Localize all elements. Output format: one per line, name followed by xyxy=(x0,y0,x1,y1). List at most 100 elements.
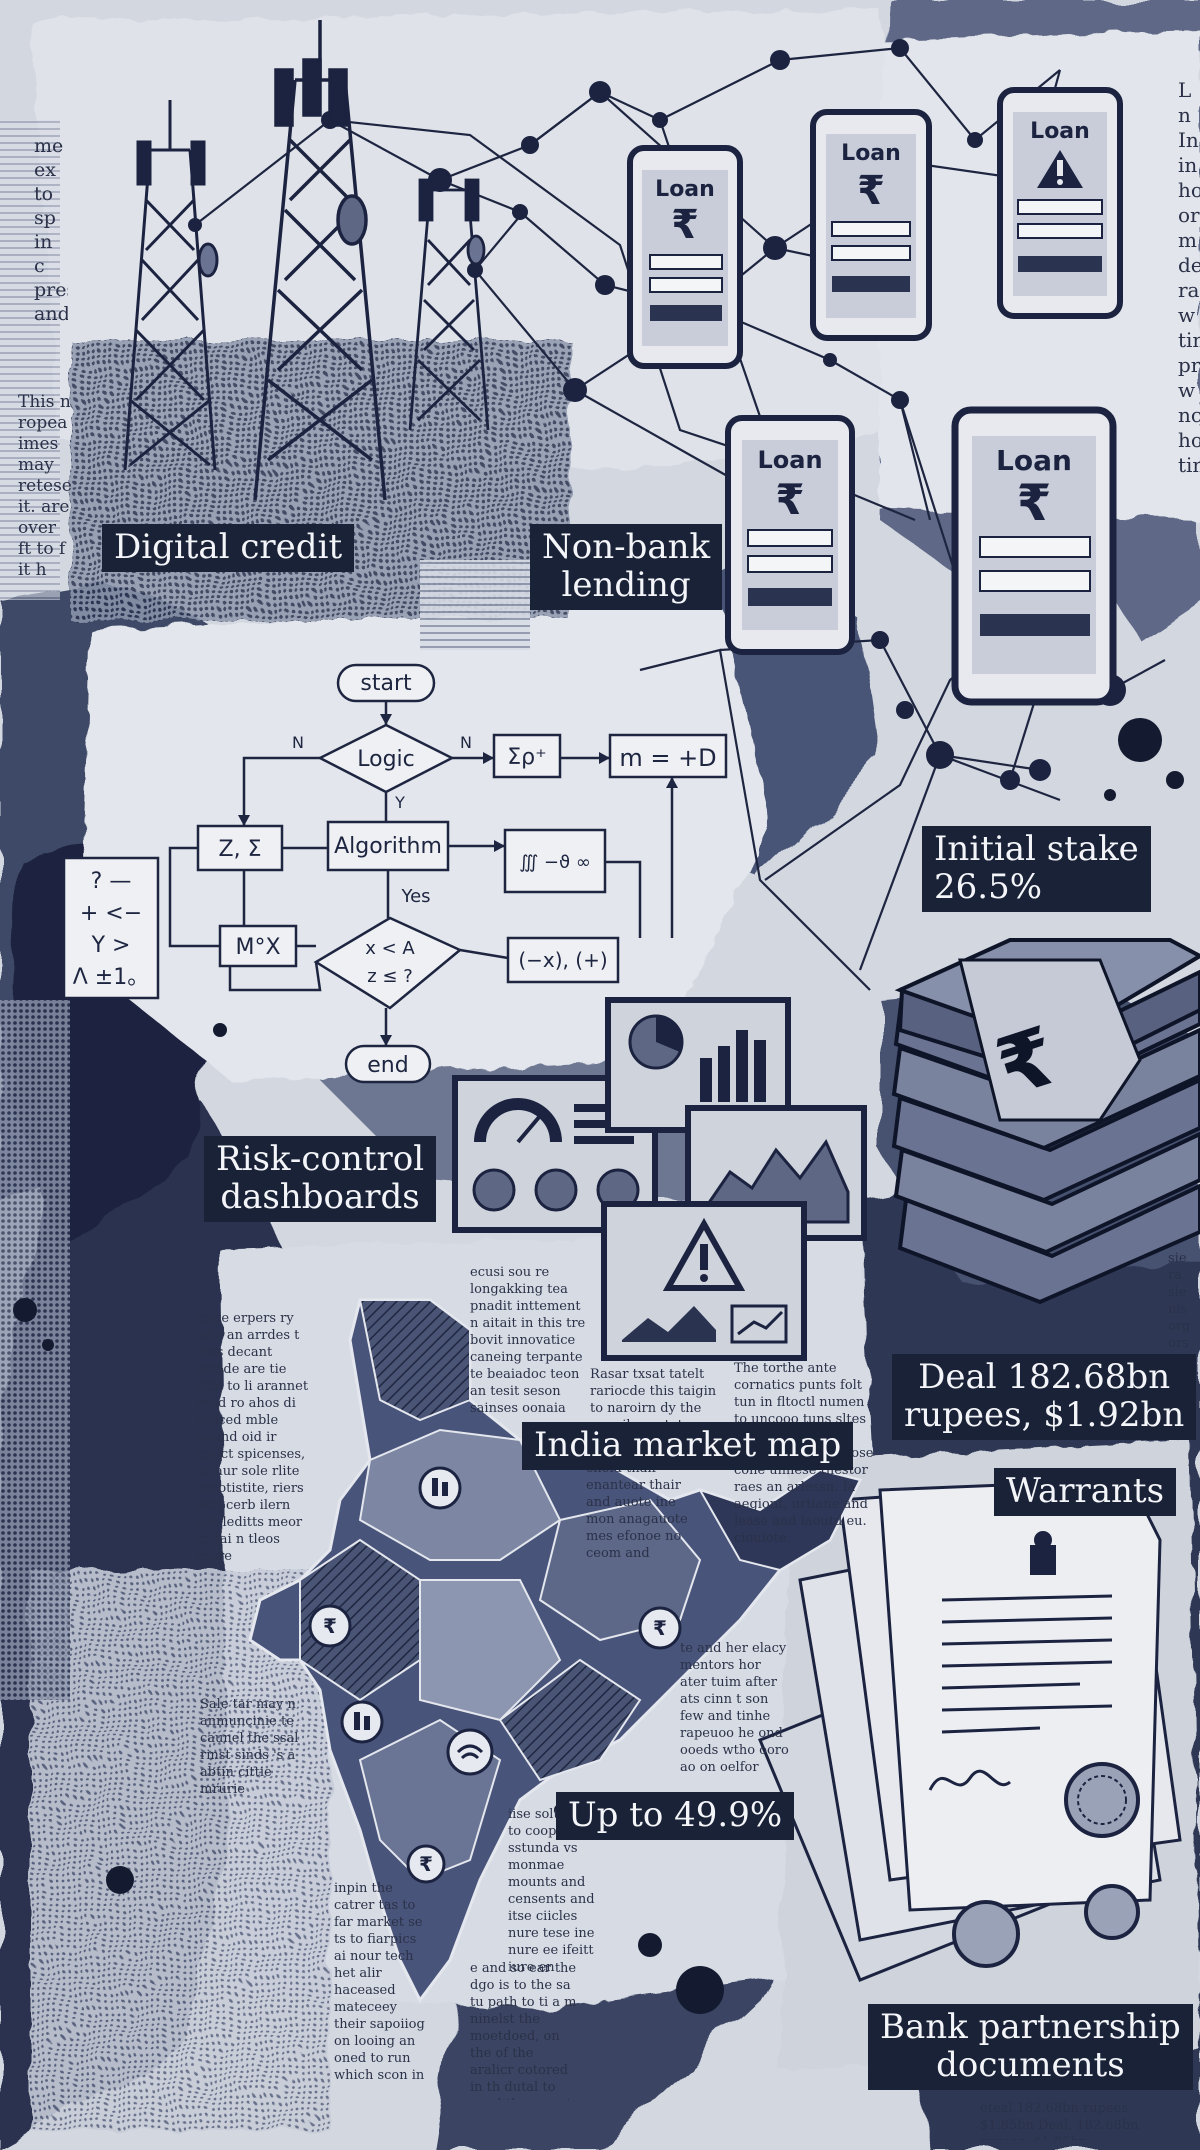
newsprint-fragment: eteal 182.68bn rupees $1.85bn Deal, 182.… xyxy=(980,2101,1139,2140)
document-text-lines xyxy=(941,1594,1113,1734)
label-non-bank-line1: Non-bank xyxy=(542,527,711,567)
label-up-to-text: Up to 49.9% xyxy=(568,1795,783,1835)
cash-stack-icon: ₹ xyxy=(891,938,1200,1305)
phone-loan-icon xyxy=(725,415,855,655)
label-india-map: India market map xyxy=(522,1422,854,1470)
phone-loan-icon xyxy=(627,145,743,369)
gauge-icon xyxy=(474,1098,562,1143)
flowchart xyxy=(62,663,728,1084)
flow-algorithm: Algorithm xyxy=(334,834,442,859)
bar-chart-icon xyxy=(700,1030,766,1102)
newsprint-fragment: cage erpers ry afo: an arrdes t rhis dec… xyxy=(198,1311,309,1560)
seal-icon xyxy=(952,1900,1020,1968)
flow-logic: Logic xyxy=(357,747,415,772)
wifi-icon xyxy=(456,1744,484,1760)
flow-neg-box: (−x), (+) xyxy=(518,948,607,972)
label-non-bank-lending: Non-bank lending xyxy=(530,524,723,610)
flow-z-box: Z, Σ xyxy=(219,837,262,862)
newsprint-fragment: me ex to sp in c pres and marr xyxy=(34,135,68,324)
halftone-patch-2 xyxy=(30,1570,330,2130)
label-initial-stake-line1: Initial stake xyxy=(934,829,1139,869)
newsprint-fragment: te and her elacy mentors hor ater tuim a… xyxy=(680,1641,789,1780)
label-initial-stake-line2: 26.5% xyxy=(934,867,1043,907)
flow-branch-n: N xyxy=(292,733,304,752)
pie-chart-icon xyxy=(534,1168,578,1212)
flow-sum-box: Σρ⁺ xyxy=(507,745,546,770)
map-pin-glyphs: ₹ ₹ ₹ xyxy=(323,1614,667,1876)
label-india-map-text: India market map xyxy=(534,1425,842,1465)
emblem-icon xyxy=(1030,1531,1056,1575)
label-deal-line1: Deal 182.68bn xyxy=(918,1357,1171,1397)
seal-icon xyxy=(1084,1884,1140,1940)
rupee-icon: ₹ xyxy=(857,168,885,214)
flowchart-arrowheads xyxy=(238,714,678,1046)
flow-side-2: + <− xyxy=(80,901,142,926)
label-digital-credit: Digital credit xyxy=(102,524,355,572)
newsprint-fragment: This n ropea imes may retese it. are ove… xyxy=(18,392,72,580)
cell-tower-icon xyxy=(253,20,387,501)
label-risk-control: Risk-control dashboards xyxy=(204,1136,437,1222)
svg-text:₹: ₹ xyxy=(323,1614,337,1638)
wifi-icon xyxy=(446,1728,494,1776)
flow-integral-box: ∭ −ϑ ∞ xyxy=(519,852,591,873)
flow-cond-2: z ≤ ? xyxy=(367,966,413,987)
flow-branch-y: Y xyxy=(394,793,405,812)
label-digital-credit-text: Digital credit xyxy=(114,527,343,567)
strip-texture xyxy=(420,560,530,650)
flow-side-4: Λ ±1。 xyxy=(73,965,149,990)
dashboard-panel-warning xyxy=(601,1201,807,1361)
flow-branch-n: N xyxy=(460,733,472,752)
warning-icon xyxy=(662,1217,746,1291)
document-icon xyxy=(878,1478,1162,1912)
newsprint-fragment: Sale tar may n anmuncinie te caunel the … xyxy=(200,1697,299,1797)
phone-loan-label: Loan xyxy=(841,141,901,166)
building-icon xyxy=(418,1466,462,1510)
pie-chart-icon xyxy=(472,1168,516,1212)
cell-tower-icon xyxy=(408,178,490,431)
flow-end: end xyxy=(367,1053,408,1078)
label-risk-line2: dashboards xyxy=(220,1177,420,1217)
phone-loan-label: Loan xyxy=(757,446,822,474)
building-icon xyxy=(340,1700,384,1744)
newsprint-fragment: inpin the catrer tas to far market se ts… xyxy=(334,1881,425,2080)
rupee-icon xyxy=(406,1844,446,1884)
label-risk-line1: Risk-control xyxy=(216,1139,425,1179)
label-deal-line2: rupees, $1.92bn xyxy=(904,1395,1185,1435)
label-bank-line2: documents xyxy=(936,2045,1125,2085)
signature-mark xyxy=(928,1769,1011,1791)
label-up-to: Up to 49.9% xyxy=(556,1792,795,1840)
rupee-icon xyxy=(638,1606,682,1650)
flow-side-1: ? — xyxy=(91,869,132,894)
map-pin-icon xyxy=(308,1466,682,1884)
svg-text:₹: ₹ xyxy=(419,1852,433,1876)
rupee-icon: ₹ xyxy=(1017,474,1052,532)
flow-cond-1: x < A xyxy=(365,938,415,959)
strip-texture-2 xyxy=(0,120,60,600)
label-warrants: Warrants xyxy=(994,1468,1177,1516)
phone-loan-label: Loan xyxy=(1030,119,1090,144)
india-map-icon: ₹ ₹ ₹ xyxy=(248,1298,863,2003)
phone-loan-label: Loan xyxy=(996,444,1072,477)
warning-icon xyxy=(1037,150,1083,188)
flow-result-box: m = +D xyxy=(619,744,716,772)
rupee-icon: ₹ xyxy=(775,475,804,524)
phone-loan-icon xyxy=(951,406,1117,706)
document-stack xyxy=(758,1478,1182,1982)
flowchart-text: start Logic N N Y Σρ⁺ m = +D Z, Σ Algori… xyxy=(73,671,717,1078)
phone-loan-icon xyxy=(997,87,1123,319)
seal-icon xyxy=(1064,1762,1140,1838)
network-nodes xyxy=(188,39,1126,790)
newsprint-fragment: choid thair enantear thair and auote ine… xyxy=(586,1461,688,1560)
label-bank-line1: Bank partnership xyxy=(880,2007,1181,2047)
newsprint-fragment: L n In in ho or m de ra w tin pr w nc ho… xyxy=(1178,78,1200,477)
svg-text:₹: ₹ xyxy=(653,1616,667,1640)
label-deal: Deal 182.68bn rupees, $1.92bn xyxy=(892,1354,1197,1440)
phone-text: Loan ₹ Loan ₹ Loan Loan ₹ Loan ₹ xyxy=(655,119,1090,532)
label-initial-stake: Initial stake 26.5% xyxy=(922,826,1151,912)
halftone-patch-3 xyxy=(0,1000,70,1700)
label-warrants-text: Warrants xyxy=(1006,1471,1165,1511)
rupee-icon xyxy=(308,1604,352,1648)
newsprint-fragment: ecusi sou re longakking tea pnadit intte… xyxy=(470,1265,586,1414)
label-bank-partnership: Bank partnership documents xyxy=(868,2004,1193,2090)
